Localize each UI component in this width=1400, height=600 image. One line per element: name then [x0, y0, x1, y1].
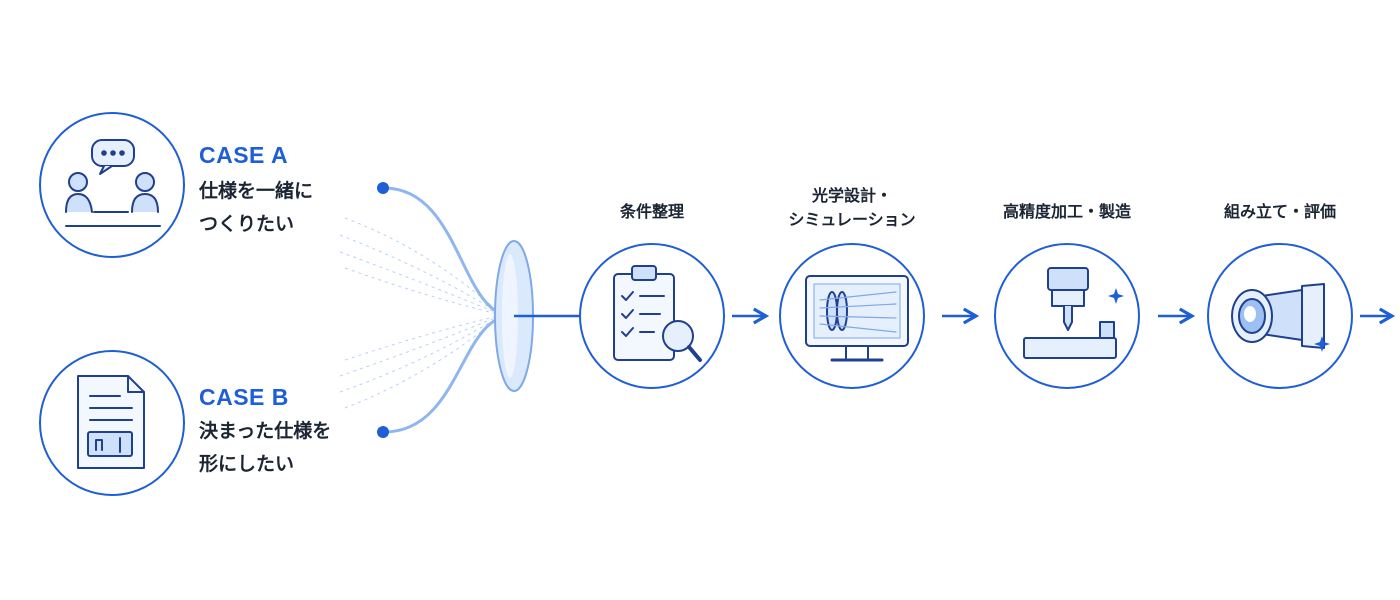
case-a-connector-dot	[377, 182, 389, 194]
case-a-desc-line2: つくりたい	[199, 213, 295, 235]
step-3-line1: 高精度加工・製造	[1002, 202, 1132, 221]
step-4-line1: 組み立て・評価	[1223, 202, 1337, 221]
step-label-optical-design: 光学設計・ シミュレーション	[788, 184, 915, 232]
step-label-machining: 高精度加工・製造	[1003, 200, 1131, 224]
conversation-people-icon	[65, 139, 161, 227]
checklist-magnifier-icon	[613, 265, 702, 362]
case-a-circle	[39, 112, 185, 258]
lens-assembly-icon	[1231, 283, 1330, 352]
case-b-desc-line2: 形にしたい	[199, 453, 295, 475]
case-a-title: CASE A	[199, 142, 289, 168]
step-circle-optical-design	[779, 243, 925, 389]
step-circle-conditions	[579, 243, 725, 389]
case-a-desc-line1: 仕様を一緒に	[199, 180, 314, 202]
case-b-desc: 決まった仕様を 形にしたい	[199, 415, 331, 481]
cnc-machining-icon	[1023, 267, 1124, 359]
case-b-title: CASE B	[199, 384, 289, 410]
case-b-desc-line1: 決まった仕様を	[199, 420, 332, 442]
step-circle-assembly	[1207, 243, 1353, 389]
input-flow-curves	[382, 186, 512, 434]
step-1-line1: 条件整理	[619, 202, 685, 221]
case-a-desc: 仕様を一緒に つくりたい	[199, 175, 313, 241]
specification-document-icon	[77, 375, 145, 469]
step-label-assembly: 組み立て・評価	[1224, 200, 1336, 224]
step-circle-machining	[994, 243, 1140, 389]
step-2-line1: 光学設計・	[811, 186, 892, 205]
converging-rays	[339, 217, 503, 409]
step-2-line2: シミュレーション	[788, 210, 916, 229]
case-b-circle	[39, 350, 185, 496]
case-b-connector-dot	[377, 426, 389, 438]
step-label-conditions: 条件整理	[620, 200, 684, 224]
monitor-simulation-icon	[805, 275, 909, 362]
